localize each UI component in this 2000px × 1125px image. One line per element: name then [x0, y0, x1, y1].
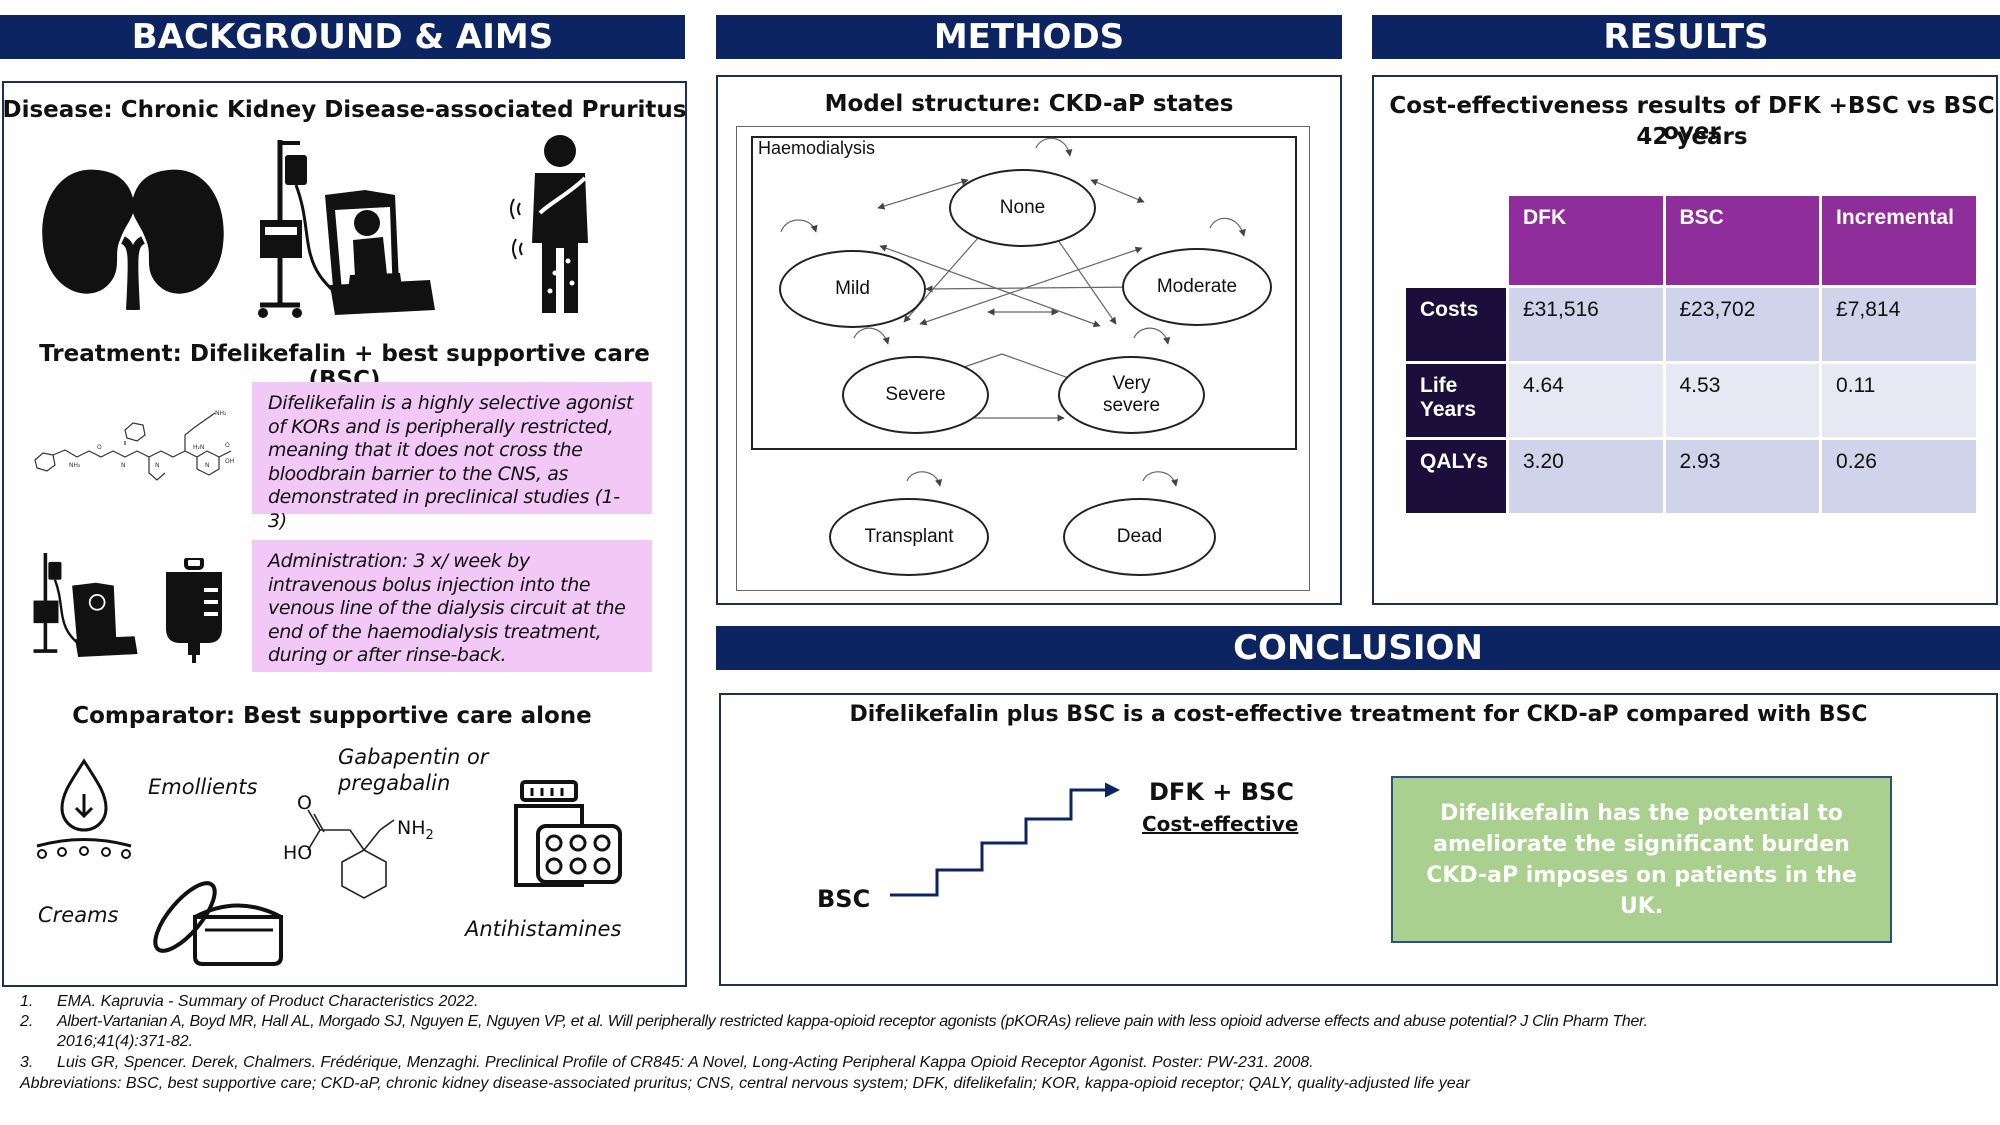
svg-text:NH₂: NH₂	[69, 462, 81, 469]
cell-qaly-dfk: 3.20	[1505, 437, 1666, 516]
state-very-severe: Very severe	[1058, 356, 1205, 434]
methods-panel	[716, 75, 1342, 605]
reference-2-cont: 2016;41(4):371-82.	[57, 1033, 194, 1050]
stair-end-label: DFK + BSC	[1149, 778, 1294, 806]
methods-banner: METHODS	[716, 15, 1342, 59]
antihistamines-label: Antihistamines	[465, 917, 622, 941]
gabapentin-molecule-icon	[307, 809, 395, 899]
conclusion-message-text: Difelikefalin has the potential to ameli…	[1426, 800, 1857, 919]
col-bsc: BSC	[1662, 193, 1823, 288]
gabapentin-o-label: O	[297, 792, 312, 814]
administration-box: Administration: 3 x/ week by intravenous…	[252, 540, 652, 672]
difelikefalin-molecule-icon: NH₂ O N N NH₂ H₂N OH O N	[34, 410, 234, 481]
row-label-costs: Costs	[1403, 285, 1509, 364]
cream-jar-icon	[153, 881, 283, 966]
cell-costs-dfk: £31,516	[1505, 285, 1666, 364]
cell-ly-incremental: 0.11	[1819, 361, 1979, 440]
reference-3-num: 3.	[20, 1054, 34, 1071]
svg-text:O: O	[225, 442, 230, 449]
gabapentin-nh2-label: NH2	[397, 817, 434, 843]
abbreviations: Abbreviations: BSC, best supportive care…	[20, 1075, 1470, 1092]
conclusion-headline: Difelikefalin plus BSC is a cost-effecti…	[849, 702, 1868, 727]
very-severe-line1: Very	[1112, 373, 1151, 394]
cell-qaly-bsc: 2.93	[1662, 437, 1823, 516]
emollient-drop-icon	[36, 758, 132, 859]
cell-costs-incremental: £7,814	[1819, 285, 1979, 364]
comparator-title: Comparator: Best supportive care alone	[72, 703, 592, 729]
stair-end-sublabel: Cost-effective	[1142, 812, 1299, 836]
results-corner	[1403, 193, 1509, 288]
scratching-person-icon	[510, 135, 588, 313]
results-table: DFK BSC Incremental Costs £31,516 £23,70…	[1403, 193, 1979, 516]
model-structure-title: Model structure: CKD-aP states	[824, 91, 1234, 117]
row-label-qalys: QALYs	[1403, 437, 1509, 516]
conclusion-banner: CONCLUSION	[716, 626, 2000, 670]
haemodialysis-box	[751, 136, 1297, 450]
cell-qaly-incremental: 0.26	[1819, 437, 1979, 516]
reference-1: EMA. Kapruvia - Summary of Product Chara…	[57, 993, 479, 1010]
col-dfk: DFK	[1505, 193, 1666, 288]
svg-text:O: O	[97, 444, 102, 451]
svg-text:NH₂: NH₂	[215, 410, 227, 417]
disease-title: Disease: Chronic Kidney Disease-associat…	[2, 97, 687, 123]
gabapentin-label-line1: Gabapentin or	[338, 745, 489, 769]
reference-3: Luis GR, Spencer. Derek, Chalmers. Frédé…	[57, 1054, 1314, 1071]
svg-text:H₂N: H₂N	[193, 444, 204, 451]
cell-ly-dfk: 4.64	[1505, 361, 1666, 440]
dialysis-patient-icon	[258, 140, 435, 318]
svg-text:OH: OH	[225, 458, 234, 465]
results-banner: RESULTS	[1372, 15, 2000, 59]
haemodialysis-label: Haemodialysis	[758, 138, 876, 158]
stair-start-label: BSC	[817, 885, 871, 913]
cell-ly-bsc: 4.53	[1662, 361, 1823, 440]
kidneys-icon	[42, 169, 224, 310]
conclusion-message-box: Difelikefalin has the potential to ameli…	[1391, 776, 1892, 943]
reference-2: Albert-Vartanian A, Boyd MR, Hall AL, Mo…	[57, 1013, 1648, 1030]
state-severe: Severe	[842, 356, 989, 434]
state-diagram-frame	[736, 126, 1310, 591]
very-severe-line2: severe	[1102, 395, 1161, 416]
iv-bag-icon	[166, 558, 222, 663]
state-moderate: Moderate	[1122, 248, 1272, 326]
reference-1-num: 1.	[20, 993, 34, 1010]
state-none: None	[949, 169, 1096, 247]
state-dead: Dead	[1063, 498, 1216, 576]
background-aims-banner: BACKGROUND & AIMS	[0, 15, 685, 59]
table-row: Costs £31,516 £23,702 £7,814	[1403, 285, 1979, 364]
state-transplant: Transplant	[829, 498, 989, 576]
creams-label: Creams	[38, 903, 119, 927]
results-title-line1: Cost-effectiveness results of DFK +BSC v…	[1389, 93, 1995, 145]
results-title-line2: 42 years	[1636, 124, 1748, 150]
gabapentin-ho-label: HO	[283, 842, 313, 864]
state-mild: Mild	[779, 250, 926, 328]
cell-costs-bsc: £23,702	[1662, 285, 1823, 364]
table-row: QALYs 3.20 2.93 0.26	[1403, 437, 1979, 516]
results-header-row: DFK BSC Incremental	[1403, 193, 1979, 288]
col-incremental: Incremental	[1819, 193, 1979, 288]
gabapentin-label-line2: pregabalin	[338, 771, 451, 795]
svg-text:N: N	[155, 462, 160, 469]
reference-2-num: 2.	[20, 1013, 34, 1030]
emollients-label: Emollients	[148, 775, 258, 799]
svg-text:N: N	[205, 462, 210, 469]
svg-text:N: N	[121, 462, 126, 469]
staircase-graphic	[890, 782, 1120, 897]
antihistamine-pills-icon	[514, 780, 622, 887]
dialysis-small-icon	[33, 552, 138, 658]
mechanism-box: Difelikefalin is a highly selective agon…	[252, 382, 652, 532]
